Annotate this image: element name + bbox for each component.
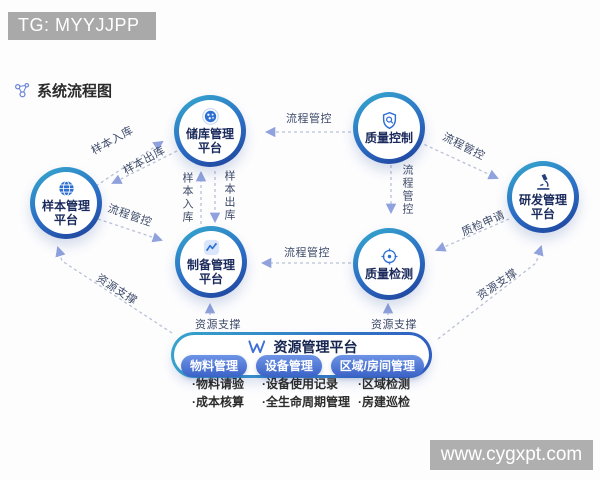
- pill-area-room-management: 区域/房间管理: [330, 355, 424, 377]
- list-item: ·设备使用记录: [262, 377, 338, 391]
- site-watermark: www.cygxpt.com: [430, 440, 593, 470]
- globe-icon: [57, 179, 76, 198]
- edge-sample-to-storage: [95, 140, 164, 187]
- chart-line-icon: [202, 238, 221, 257]
- page-title: 系统流程图: [37, 83, 113, 100]
- list-item: ·房建巡检: [358, 395, 410, 409]
- resource-platform-label: 资源管理平台: [273, 339, 358, 355]
- edge-qc-to-rd: [418, 141, 499, 180]
- shield-check-icon: [380, 111, 399, 130]
- node-storage: 储库管理平台: [174, 95, 246, 167]
- edge-rd-to-qt: [435, 218, 510, 252]
- list-item: ·全生命周期管理: [262, 395, 350, 409]
- node-label: 储库管理平台: [185, 126, 234, 155]
- node-label: 制备管理平台: [186, 257, 235, 286]
- material-items: ·物料请验 ·成本核算: [192, 378, 244, 414]
- edge-label-resource-support: 资源支撑: [371, 319, 417, 331]
- node-sample: 样本管理平台: [30, 167, 102, 239]
- list-item: ·区域检测: [358, 377, 410, 391]
- edge-label-sample-out: 样本出库: [223, 170, 235, 222]
- edge-label-resource-support: 资源支撑: [195, 319, 241, 331]
- resource-platform-title: 资源管理平台: [171, 337, 432, 357]
- edge-label-process-control: 流程管控: [286, 113, 332, 125]
- edge-sample-to-prep: [97, 218, 163, 243]
- area-room-items: ·区域检测 ·房建巡检: [358, 378, 410, 414]
- microscope-icon: [534, 173, 553, 192]
- target-icon: [380, 247, 399, 266]
- resource-groups: 物料管理 设备管理 区域/房间管理: [181, 355, 424, 377]
- list-item: ·物料请验: [192, 377, 244, 391]
- disc-dots-icon: [201, 107, 220, 126]
- edge-label-sample-in: 样本入库: [181, 172, 193, 224]
- list-item: ·成本核算: [192, 395, 244, 409]
- tg-badge: TG: MYYJJPP: [8, 12, 156, 40]
- edge-label-process-control: 流程管控: [284, 247, 330, 259]
- page-header: 系统流程图: [13, 80, 112, 101]
- diagram-icon: [13, 81, 32, 100]
- node-preparation: 制备管理平台: [175, 226, 247, 298]
- pill-equipment-management: 设备管理: [255, 355, 322, 377]
- node-quality-control: 质量控制: [353, 92, 425, 164]
- node-label: 样本管理平台: [41, 198, 90, 227]
- node-quality-test: 质量检测: [353, 228, 425, 300]
- pill-material-management: 物料管理: [181, 355, 248, 377]
- edge-label-process-control: 流程管控: [401, 164, 413, 216]
- node-label: 质量控制: [364, 130, 413, 145]
- node-label: 研发管理平台: [518, 192, 567, 221]
- edge-res-to-sample: [55, 246, 173, 334]
- node-rd: 研发管理平台: [507, 161, 579, 233]
- node-label: 质量检测: [364, 266, 413, 281]
- equipment-items: ·设备使用记录 ·全生命周期管理: [262, 378, 350, 414]
- wave-icon: [246, 339, 268, 355]
